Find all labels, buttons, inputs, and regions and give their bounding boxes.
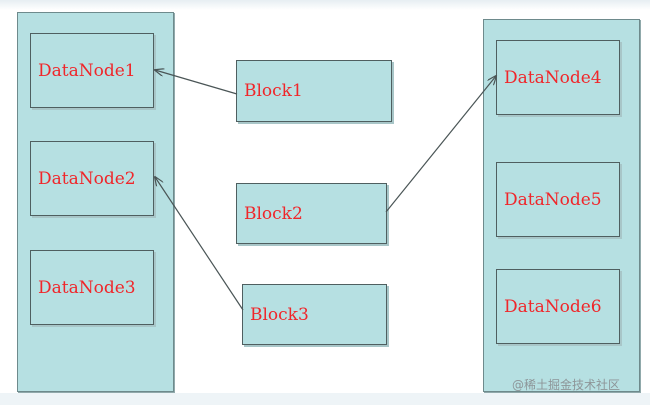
- datanode-3: DataNode3: [30, 250, 154, 325]
- block-3: Block3: [242, 284, 387, 345]
- block-2: Block2: [236, 183, 387, 244]
- datanode-5: DataNode5: [496, 162, 620, 237]
- datanode-2: DataNode2: [30, 141, 154, 216]
- datanode-1: DataNode1: [30, 33, 154, 108]
- block-1: Block1: [236, 60, 392, 122]
- datanode-4: DataNode4: [496, 40, 620, 115]
- bottom-band: [0, 393, 650, 405]
- arrow-block2-to-datanode4: [385, 76, 496, 213]
- top-band: [0, 0, 650, 10]
- datanode-6: DataNode6: [496, 269, 620, 344]
- watermark: @稀土掘金技术社区: [512, 378, 621, 392]
